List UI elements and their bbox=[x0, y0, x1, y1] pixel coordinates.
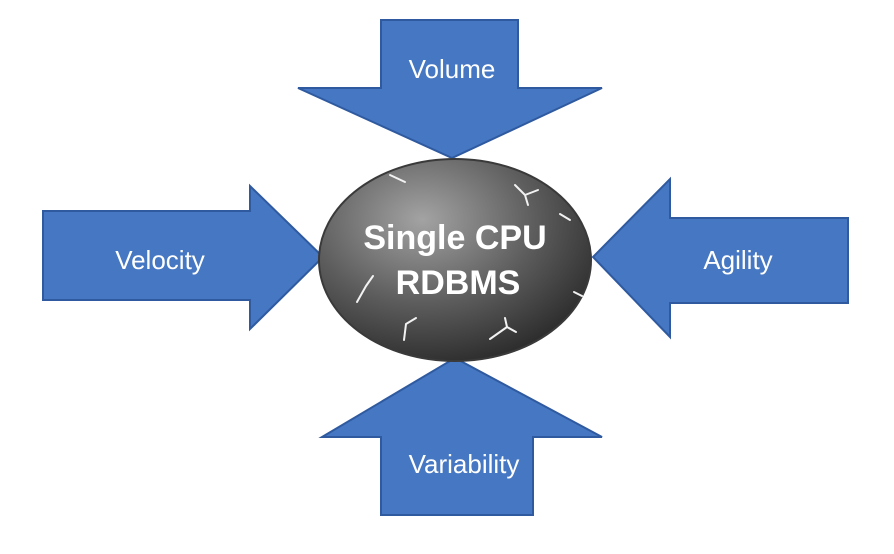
arrow-agility-label: Agility bbox=[703, 245, 772, 275]
arrow-agility-shape bbox=[591, 176, 849, 340]
arrow-variability: Variability bbox=[318, 356, 603, 516]
arrow-variability-shape bbox=[318, 356, 603, 516]
arrow-velocity-shape bbox=[42, 183, 325, 332]
core-label-line2: RDBMS bbox=[396, 264, 521, 302]
core-node: Single CPU RDBMS bbox=[318, 158, 592, 362]
crack-marks-icon bbox=[356, 174, 583, 341]
arrow-velocity: Velocity bbox=[42, 183, 325, 332]
arrow-velocity-label: Velocity bbox=[115, 245, 205, 275]
arrow-volume: Volume bbox=[297, 19, 603, 160]
arrow-volume-label: Volume bbox=[409, 54, 496, 84]
arrow-variability-label: Variability bbox=[409, 449, 520, 479]
core-ellipse bbox=[318, 158, 592, 362]
core-label-line1: Single CPU bbox=[363, 219, 546, 257]
arrow-agility: Agility bbox=[591, 176, 849, 340]
arrow-volume-shape bbox=[297, 19, 603, 160]
